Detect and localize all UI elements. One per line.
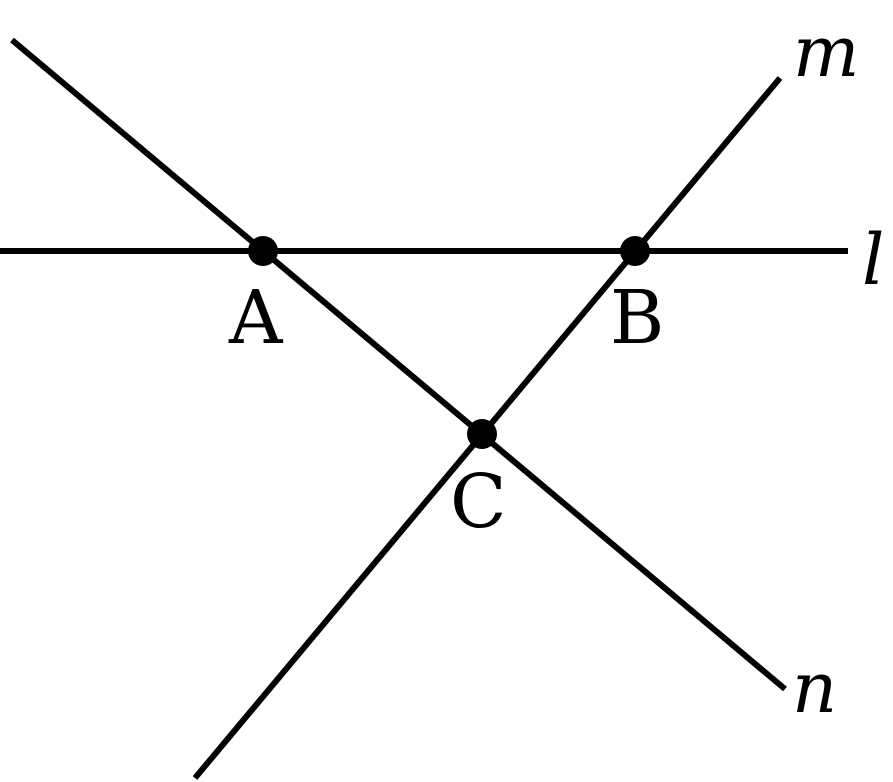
line-l-label: l — [862, 219, 884, 301]
line-n — [10, 37, 787, 692]
point-c — [467, 419, 497, 449]
point-a-label: A — [228, 275, 284, 361]
line-n-label: n — [792, 647, 837, 729]
line-m-label: m — [793, 11, 859, 93]
point-c-label: C — [450, 459, 507, 545]
point-b-label: B — [610, 275, 664, 361]
point-b — [620, 236, 650, 266]
point-a — [248, 236, 278, 266]
